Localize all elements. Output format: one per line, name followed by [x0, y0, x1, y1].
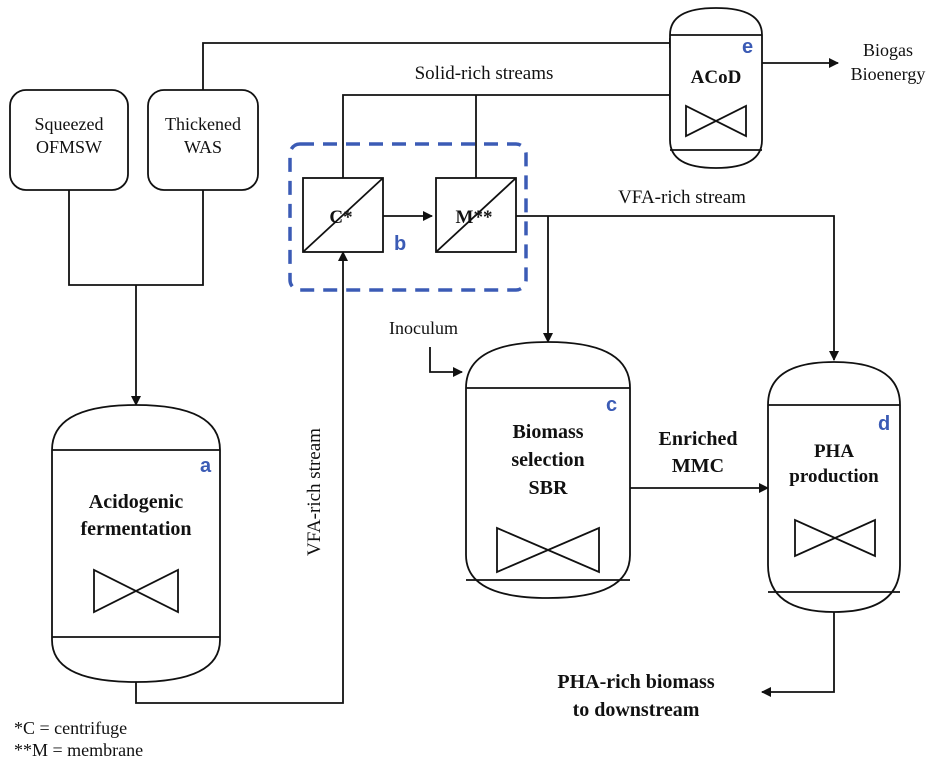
acod-vessel: e ACoD: [669, 7, 763, 169]
feed-squeezed-line2: OFMSW: [36, 137, 102, 157]
feed-merge-line: [68, 190, 204, 286]
vfa-rich-vertical-label: VFA-rich stream: [304, 428, 325, 556]
legend-membrane: **M = membrane: [14, 740, 143, 760]
legend-centrifuge: *C = centrifuge: [14, 718, 127, 738]
vfa-to-pha-arrow: [516, 215, 839, 361]
feed-thickened-was: Thickened WAS: [147, 89, 259, 191]
inoculum-label: Inoculum: [389, 318, 458, 338]
sbr-label-line1: Biomass: [512, 421, 583, 443]
tag-c: c: [606, 394, 617, 416]
centrifuge-label: C*: [329, 207, 352, 228]
feed-squeezed-line1: Squeezed: [35, 114, 104, 134]
vfa-to-centrifuge-arrow: [135, 251, 348, 704]
biogas-label-line2: Bioenergy: [851, 64, 926, 84]
pha-rich-label-line2: to downstream: [573, 699, 700, 721]
inoculum-arrow: [429, 347, 463, 377]
was-to-acod-arrow: [202, 38, 679, 90]
acidogenic-label-line2: fermentation: [80, 518, 191, 540]
pha-vessel: d PHA production: [767, 361, 901, 613]
centrifuge-box: C*: [302, 177, 384, 253]
acidogenic-vessel: a Acidogenic fermentation: [51, 404, 221, 683]
tag-a: a: [200, 455, 212, 477]
solid-rich-label: Solid-rich streams: [415, 63, 554, 84]
enriched-label-line1: Enriched: [659, 428, 738, 450]
feed-thickened-line2: WAS: [184, 137, 222, 157]
solid-rich-to-acod-arrow: [342, 90, 679, 178]
acidogenic-label-line1: Acidogenic: [89, 491, 184, 513]
tag-d: d: [878, 413, 890, 435]
tag-e: e: [742, 36, 753, 58]
pha-label-line2: production: [789, 466, 879, 487]
membrane-box: M**: [435, 177, 517, 253]
acidogenic-agitator-icon: [93, 568, 179, 614]
tag-b: b: [394, 233, 406, 255]
biogas-label-line1: Biogas: [863, 40, 913, 60]
flow-lines: [68, 38, 839, 704]
sbr-label-line2: selection: [511, 449, 584, 471]
acod-agitator-icon: [685, 104, 747, 138]
acod-label: ACoD: [691, 67, 742, 88]
feed-squeezed-ofmsw: Squeezed OFMSW: [9, 89, 129, 191]
pha-rich-label-line1: PHA-rich biomass: [557, 671, 714, 693]
pha-label-line1: PHA: [814, 441, 854, 462]
pha-rich-out-arrow: [761, 612, 835, 697]
feed-thickened-line1: Thickened: [165, 114, 241, 134]
pha-agitator-icon: [794, 518, 876, 558]
separation-unit: C* M** b: [288, 142, 528, 292]
sbr-vessel: c Biomass selection SBR: [465, 341, 631, 599]
enriched-label-line2: MMC: [672, 455, 724, 477]
separation-dashed-box: [288, 142, 528, 292]
vfa-rich-top-label: VFA-rich stream: [618, 187, 746, 208]
sbr-label-line3: SBR: [529, 477, 568, 499]
membrane-label: M**: [456, 207, 493, 228]
sbr-agitator-icon: [496, 526, 600, 574]
